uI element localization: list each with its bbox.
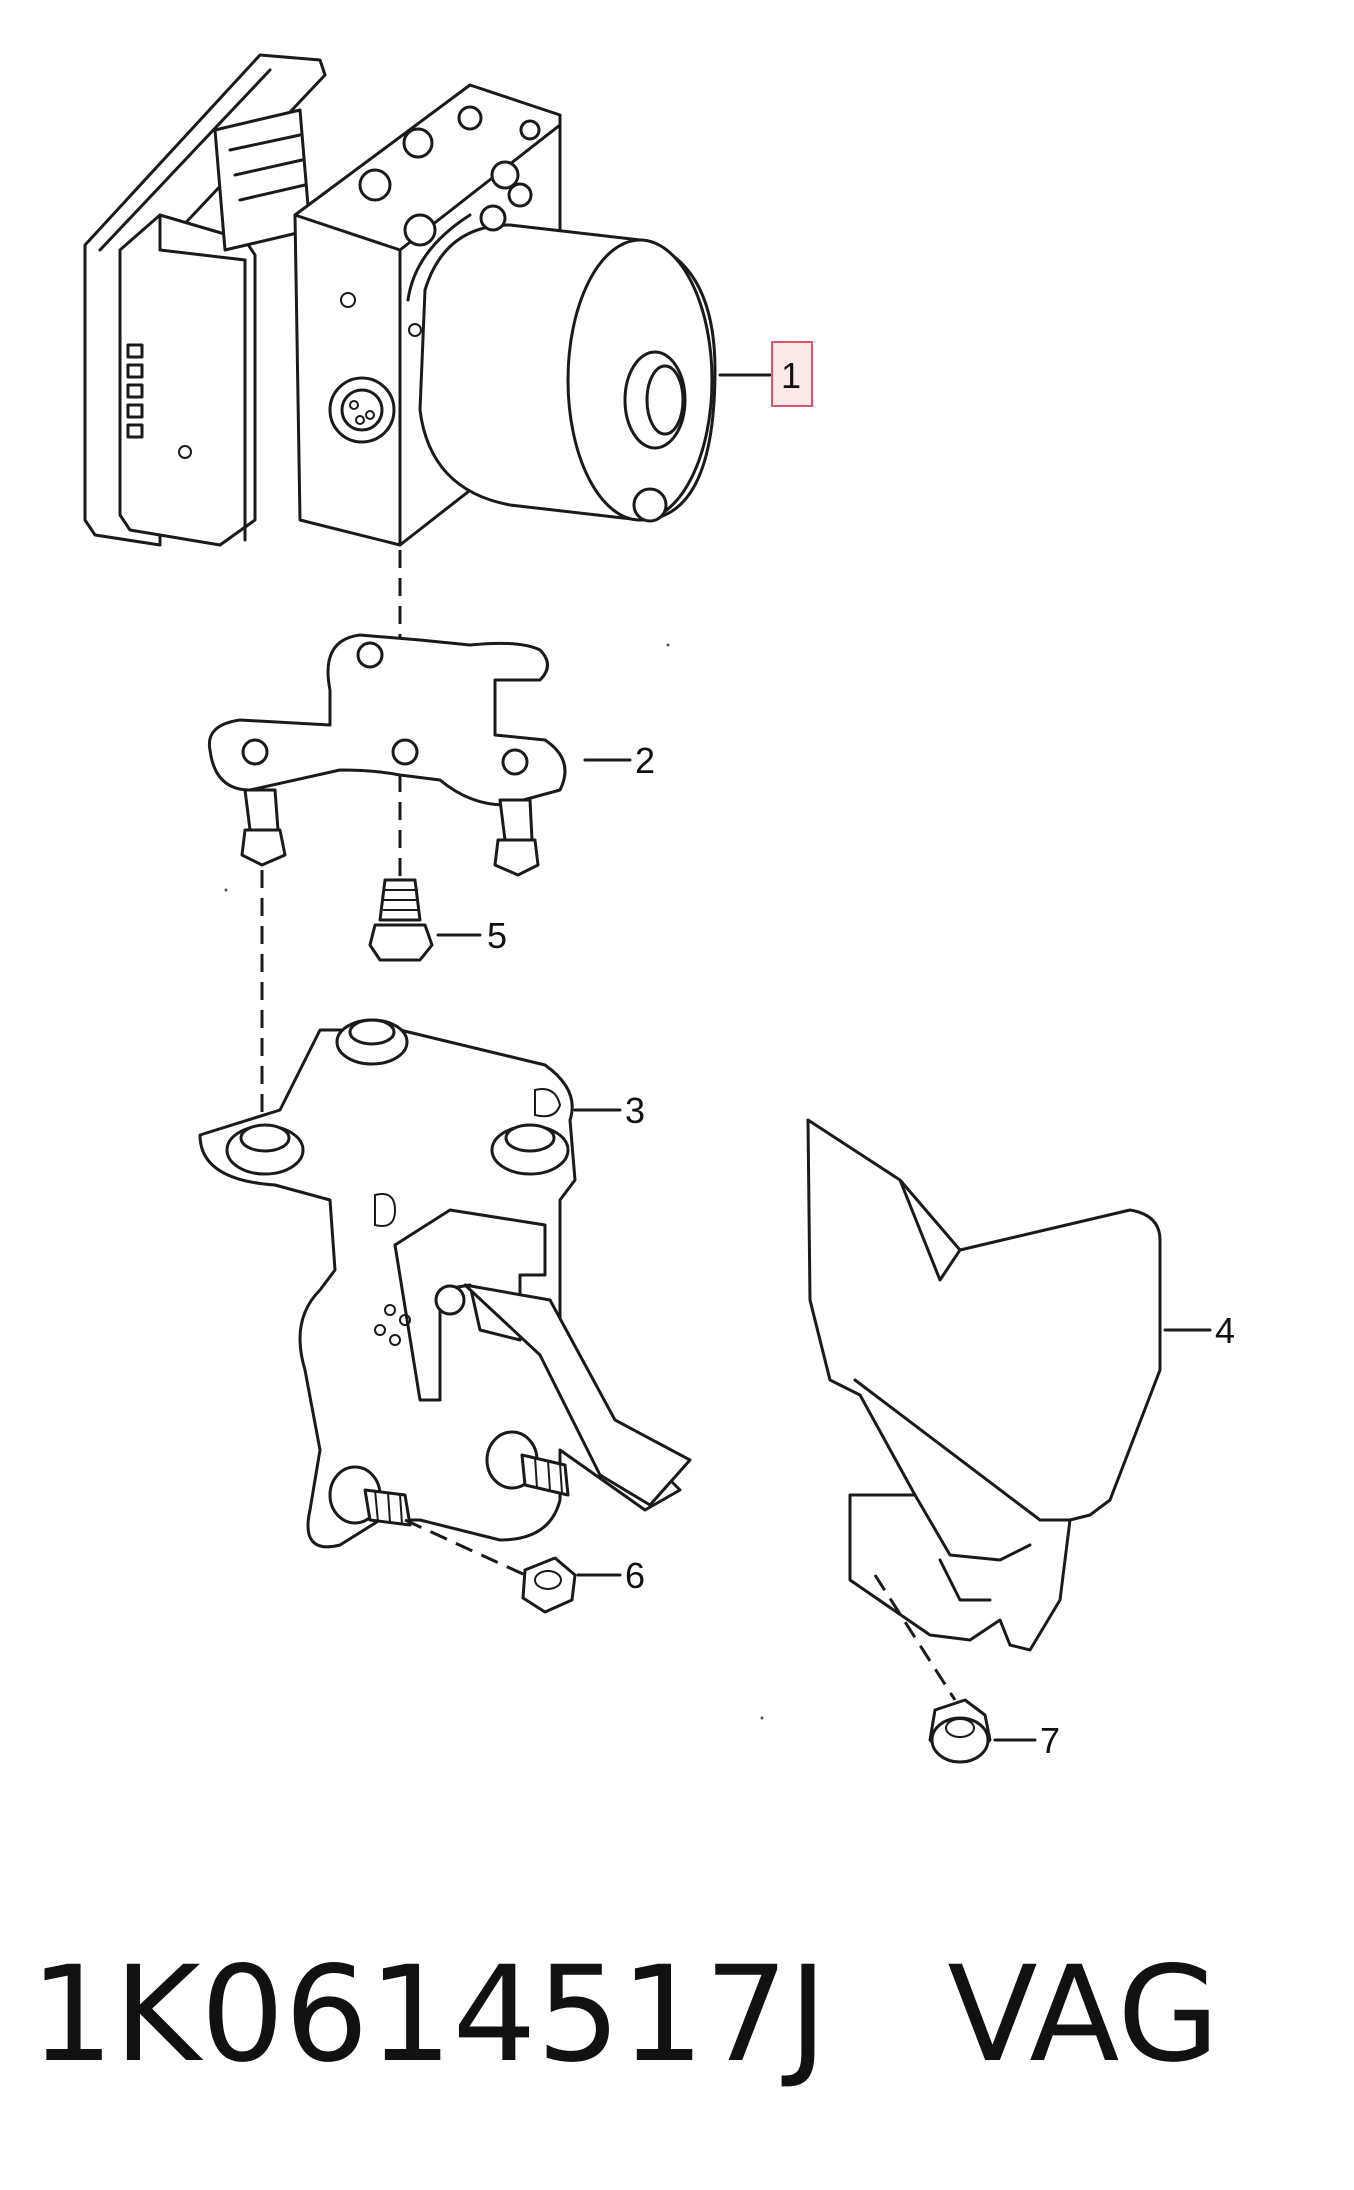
abs-control-unit xyxy=(83,53,772,547)
callout-7[interactable]: 7 xyxy=(1040,1720,1060,1761)
fastener-7 xyxy=(928,1698,1037,1764)
callout-1[interactable]: 1 xyxy=(781,355,801,396)
nut-6 xyxy=(521,1556,622,1614)
callout-labels: 1 2 3 4 5 6 7 xyxy=(487,341,1235,1761)
connector-pins xyxy=(126,343,144,439)
callout-1-highlight xyxy=(771,341,813,407)
alignment-line-nut xyxy=(404,1518,526,1577)
upper-mounting-plate xyxy=(207,633,632,877)
brand-label: VAG xyxy=(947,1938,1220,2092)
callout-2[interactable]: 2 xyxy=(635,740,655,781)
callout-6[interactable]: 6 xyxy=(625,1555,645,1596)
alignment-line-fastener xyxy=(873,1574,957,1701)
cover-4 xyxy=(806,1118,1212,1652)
part-number: 1K0614517J xyxy=(30,1938,828,2092)
bolt-5 xyxy=(368,878,482,962)
callout-4[interactable]: 4 xyxy=(1215,1310,1235,1351)
part-number-row: 1K0614517J VAG xyxy=(30,1910,1340,2120)
lower-bracket xyxy=(198,1018,692,1549)
callout-3[interactable]: 3 xyxy=(625,1090,645,1131)
callout-5[interactable]: 5 xyxy=(487,915,507,956)
